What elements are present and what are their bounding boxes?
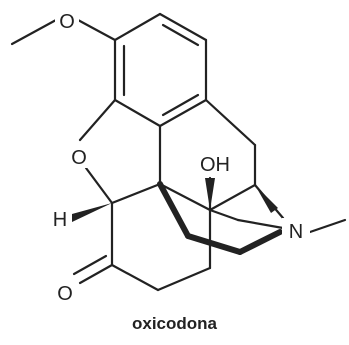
bold-bonds: [157, 181, 283, 255]
oxycodone-structure-diagram: O O OH H N O: [10, 8, 347, 305]
hydroxyl-label: OH: [200, 154, 230, 176]
hydrogen-bg: [48, 206, 70, 230]
ketone-oxygen-bg: [52, 280, 78, 304]
hydroxyl-bg: [194, 150, 236, 176]
nitrogen-bg: [282, 218, 310, 244]
methoxy-oxygen-bg: [55, 8, 79, 32]
bond-lines: [10, 12, 347, 292]
nitrogen-label: N: [289, 221, 303, 243]
hydrogen-label: H: [53, 209, 67, 231]
furan-oxygen-bg: [66, 144, 92, 168]
ketone-oxygen-label: O: [57, 283, 73, 305]
stereo-bonds: [72, 178, 278, 222]
molecule-name: oxicodona: [131, 314, 217, 333]
methoxy-oxygen-label: O: [59, 11, 75, 33]
furan-oxygen-label: O: [71, 147, 87, 169]
